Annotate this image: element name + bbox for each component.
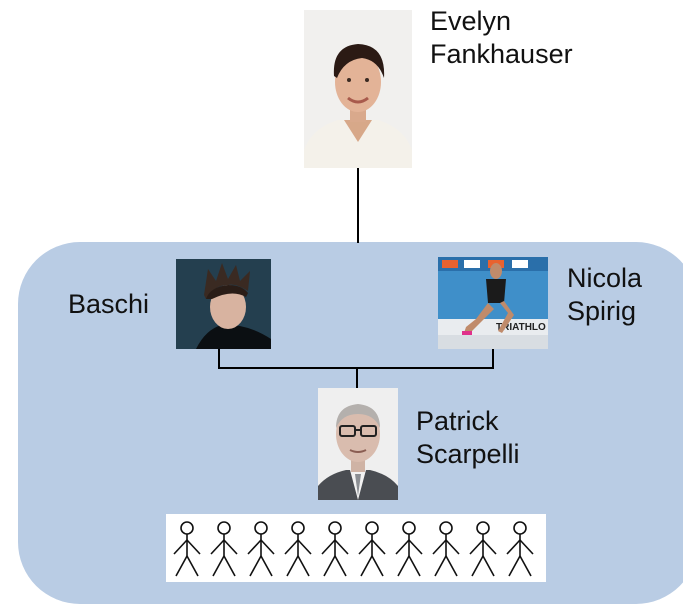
baschi-photo — [176, 259, 271, 349]
evelyn-photo — [304, 10, 412, 168]
stick-figure-icon — [432, 521, 460, 577]
patrick-photo — [318, 388, 398, 500]
evelyn-name: Evelyn Fankhauser — [430, 6, 573, 69]
stick-figure-icon — [321, 521, 349, 577]
baschi-name: Baschi — [68, 289, 150, 319]
nicola-name: Nicola Spirig — [567, 263, 643, 326]
stick-figure-icon — [395, 521, 423, 577]
stick-figure-icon — [506, 521, 534, 577]
patrick-name: Patrick Scarpelli — [416, 406, 520, 469]
stick-figure-icon — [173, 521, 201, 577]
nicola-photo: TRIATHLO — [438, 257, 548, 349]
stick-figure-icon — [284, 521, 312, 577]
stick-figure-icon — [247, 521, 275, 577]
stick-figure-icon — [469, 521, 497, 577]
stick-figure-icon — [210, 521, 238, 577]
svg-text:TRIATHLO: TRIATHLO — [496, 322, 546, 333]
stick-figure-icon — [358, 521, 386, 577]
team-members — [166, 514, 546, 582]
